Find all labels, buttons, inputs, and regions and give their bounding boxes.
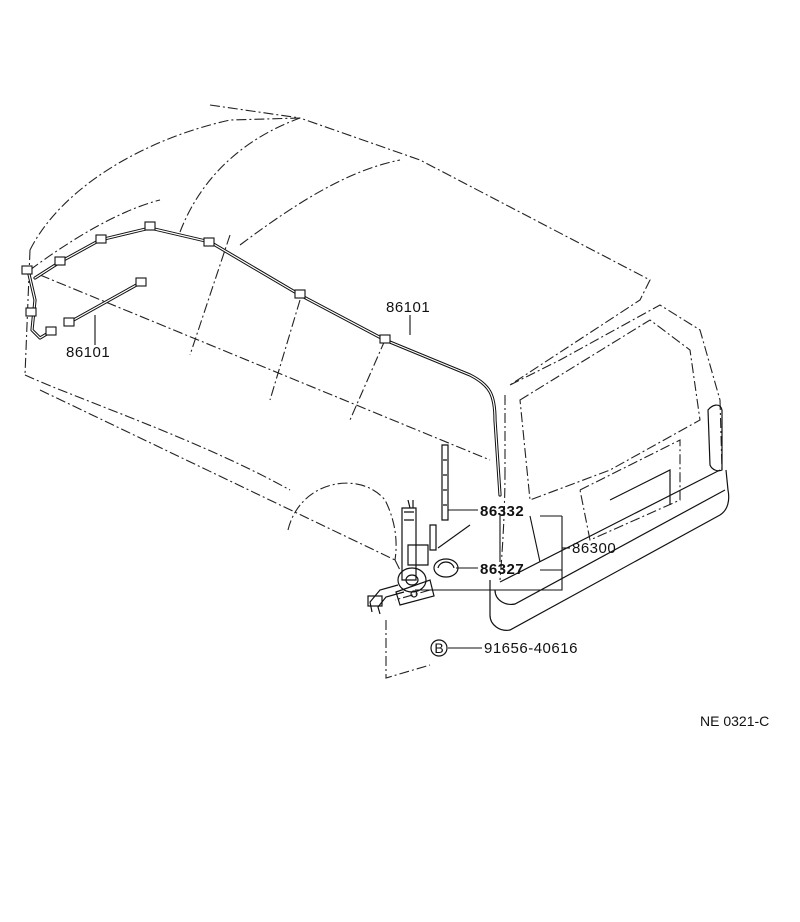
bolt-callout: B	[430, 639, 448, 657]
antenna-nut	[433, 558, 459, 578]
label-bolt: 91656-40616	[484, 640, 578, 657]
cable-clip	[203, 237, 215, 247]
label-cable-roof: 86101	[386, 299, 430, 316]
antenna-mast	[429, 444, 471, 551]
label-antenna-assy: 86300	[572, 540, 616, 557]
cable-clip	[54, 256, 66, 266]
leader-lines	[94, 315, 570, 649]
cable-clip	[294, 289, 306, 299]
label-antenna-nut: 86327	[480, 561, 524, 578]
label-cable-front: 86101	[66, 344, 110, 361]
bolt-symbol-circle	[430, 639, 448, 657]
bolt-symbol-letter: B	[434, 640, 443, 656]
antenna-cable-roof	[33, 221, 502, 497]
cable-clip	[379, 334, 391, 344]
vehicle-body-outline	[24, 104, 723, 679]
antenna-motor-assembly	[367, 499, 435, 615]
cable-clip	[144, 221, 156, 231]
antenna-cable-front	[21, 265, 147, 340]
rear-bumper	[489, 404, 730, 631]
figure-code: NE 0321-C	[700, 713, 769, 729]
cable-clip	[95, 234, 107, 244]
label-antenna-rod: 86332	[480, 503, 524, 520]
